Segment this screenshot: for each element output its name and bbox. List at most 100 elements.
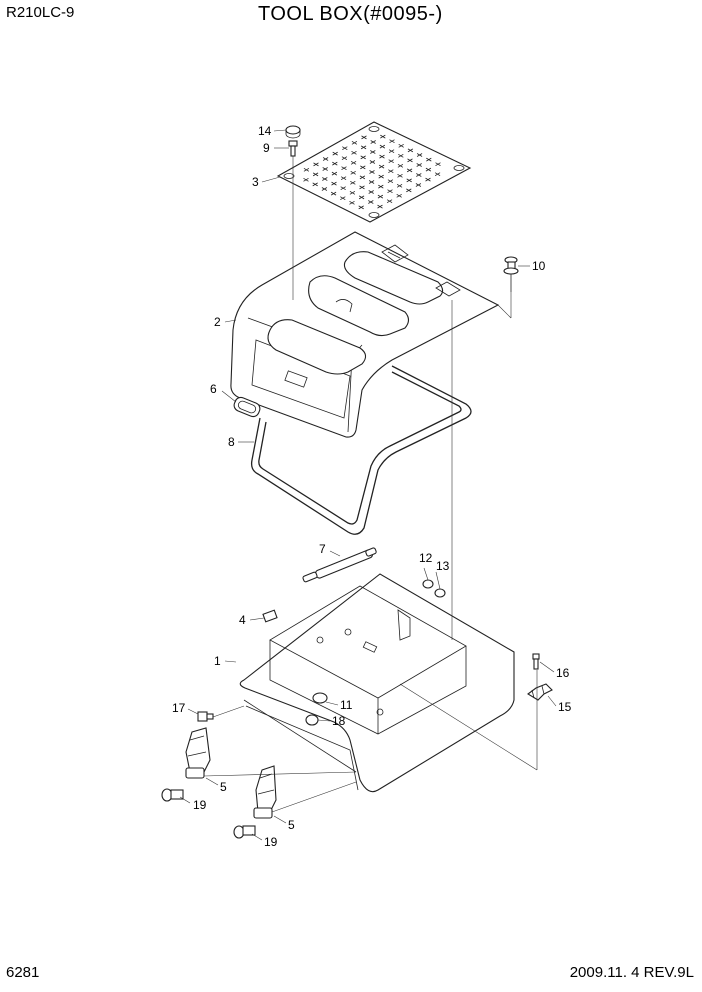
callout-10: 10 [532,259,546,273]
plate-perforation [397,173,403,178]
plate-perforation [416,163,422,167]
plate-perforation [406,188,412,193]
plate-perforation [368,200,374,204]
hinge-bolt-part [503,256,519,292]
assembly-lines [203,156,538,813]
screw-part [532,653,540,670]
callout-16: 16 [556,666,570,680]
box-body-part [239,573,515,793]
plate-perforation [322,177,328,181]
callout-3: 3 [252,175,259,189]
plate-perforation [349,200,355,205]
plate-perforation [378,174,384,179]
plate-perforation [387,179,394,184]
stopper-part [305,714,319,726]
plate-perforation [313,162,319,167]
plate-perforation [377,204,383,209]
callout-15: 15 [558,700,572,714]
plate-perforation [359,185,365,190]
callout-11: 11 [340,698,353,712]
plate-perforation [360,155,366,160]
callout-12: 12 [419,551,433,565]
plate-perforation [303,177,309,182]
plate-perforation [342,146,348,151]
plate-perforation [350,170,356,175]
plate-perforation [378,184,384,189]
seal-part [250,365,472,535]
plate-perforation [388,149,395,154]
cover-plate-part [276,121,472,223]
plate-perforation [303,167,310,172]
clip-part [527,683,553,701]
latch-part-left [185,727,211,779]
plate-perforation [349,190,356,195]
page-title: TOOL BOX(#0095-) [258,3,443,25]
callout-5-right: 5 [288,818,295,832]
callout-9: 9 [263,141,270,155]
callout-14: 14 [258,124,272,138]
plate-perforation [358,195,365,200]
revision-date: 2009.11. 4 REV.9L [569,964,694,981]
lid-part [230,231,500,438]
plate-perforation [396,193,402,198]
callout-2: 2 [214,315,221,329]
plate-perforation [387,189,393,194]
plate-perforation [322,167,328,171]
plate-perforation [340,176,347,181]
plate-perforation [331,171,338,176]
plate-perforation [361,135,367,140]
plate-perforation [331,181,337,186]
plate-perforation [426,157,432,162]
plate-perforation [398,153,404,158]
plate-perforation [416,173,422,177]
bracket-part [262,609,278,623]
plate-perforation [341,166,347,171]
plate-perforation [369,170,375,174]
plate-perforation [322,157,329,161]
latch-bolt-part-left [161,788,184,802]
plate-perforation [388,169,394,174]
side-bolt-part [197,711,214,722]
bolt-part [288,140,298,157]
plate-perforation [340,186,346,191]
callout-7: 7 [319,542,326,556]
model-label: R210LC-9 [6,4,75,21]
plate-perforation [406,178,412,183]
gas-spring-part [302,547,377,583]
plate-perforation [350,160,357,165]
plate-perforation [350,180,356,185]
callout-5-left: 5 [220,780,227,794]
plate-perforation [332,151,338,156]
plate-perforation [340,196,346,201]
callout-17: 17 [172,701,186,715]
plate-perforation [407,158,413,163]
callout-19-right: 19 [264,835,278,849]
plate-perforation [341,156,348,161]
leader-lines [179,129,557,841]
plate-perforation [389,139,395,144]
plate-perforation [359,175,366,180]
plate-perforation [435,162,441,167]
plate-perforation [386,199,393,204]
rubber-part [312,692,328,704]
plate-perforation [380,134,386,139]
nut-part [434,588,446,598]
plate-perforation [321,187,328,191]
plate-perforation [425,167,432,172]
plate-perforation [379,154,385,159]
plate-perforation [379,144,386,149]
plate-perforation [406,168,413,173]
callout-labels: 14 9 3 10 2 6 8 7 12 13 4 1 16 15 11 18 … [172,124,572,849]
plate-perforation [368,190,374,194]
latch-cover-part [233,396,261,418]
plate-perforation [415,183,422,187]
latch-bolt-part-right [233,825,256,839]
callout-18: 18 [332,714,346,728]
callout-1: 1 [214,654,221,668]
cover-plate-pattern [303,134,441,210]
page-number: 6281 [6,964,40,981]
plate-perforation [377,194,384,199]
callout-8: 8 [228,435,235,449]
callout-6: 6 [210,382,217,396]
